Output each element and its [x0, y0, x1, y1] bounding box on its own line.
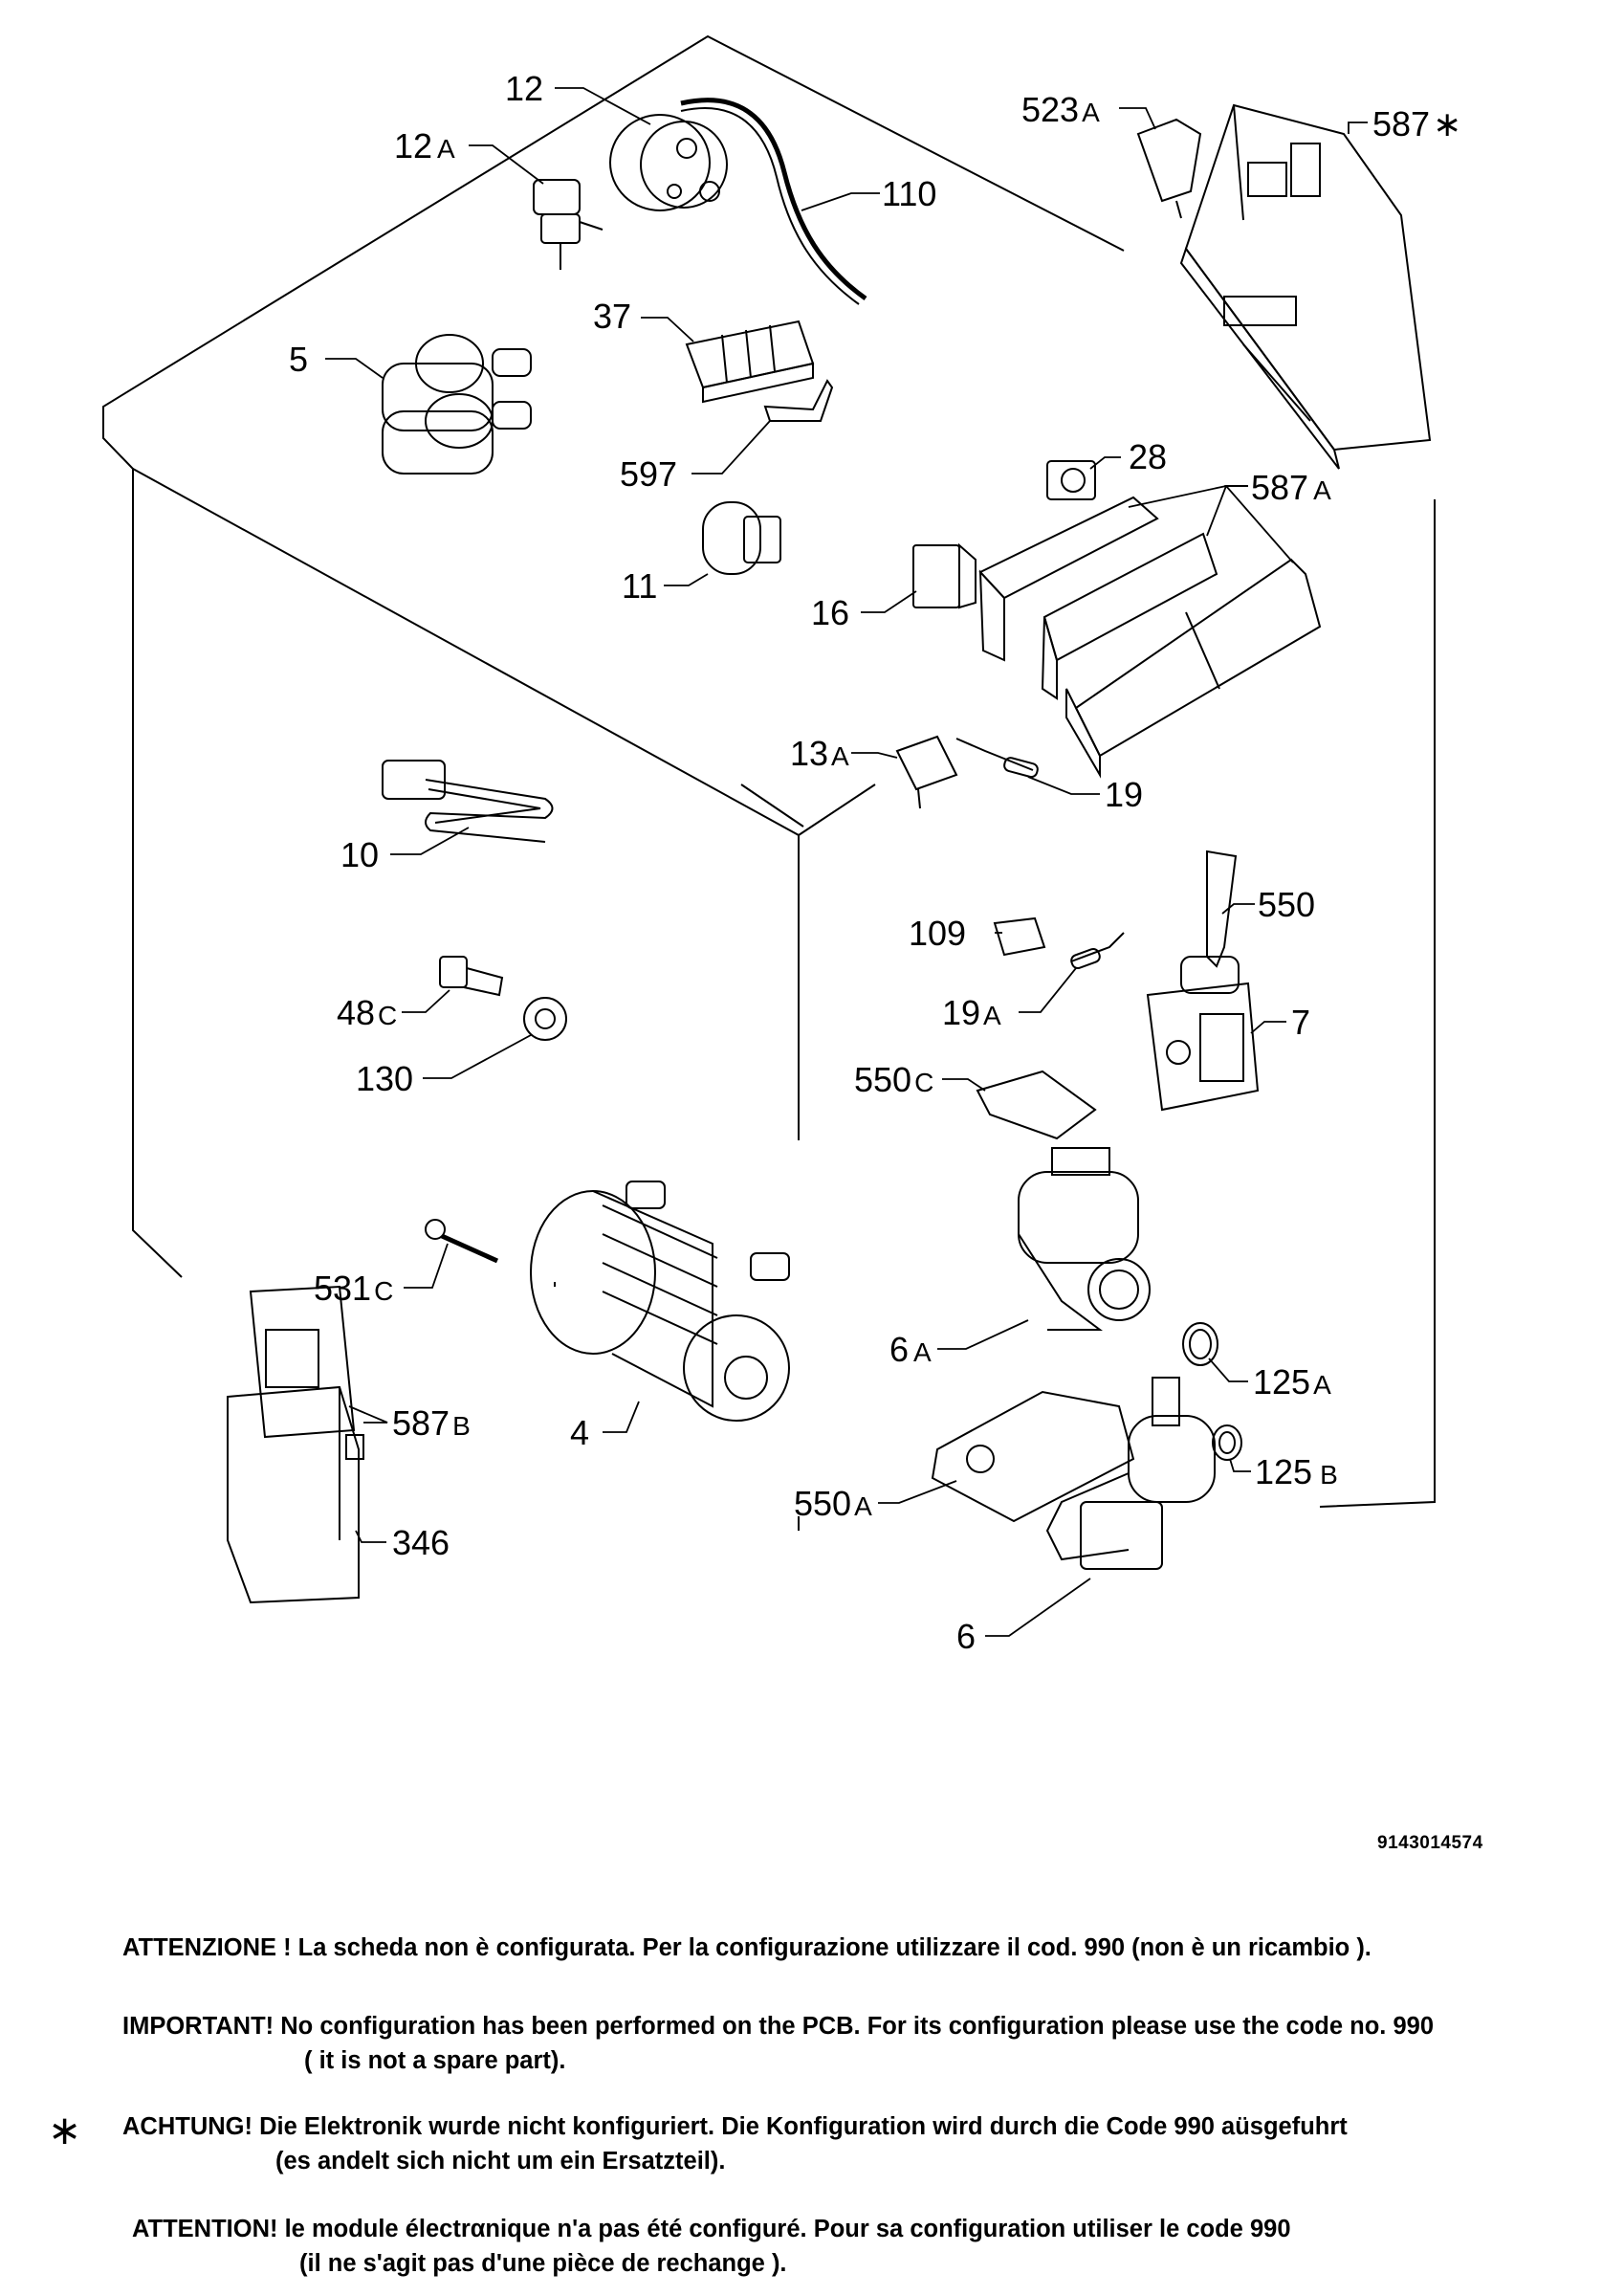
part-550a-cover — [931, 1390, 1135, 1523]
label-16: 16 — [811, 593, 849, 632]
part-4-motor — [530, 1181, 790, 1422]
part-130-nut — [523, 997, 567, 1041]
part-48c-sensor — [439, 956, 504, 997]
label-7: 7 — [1291, 1003, 1310, 1042]
part-125a-seal — [1182, 1322, 1218, 1366]
part-550c-cover — [976, 1070, 1097, 1140]
note-english-line1: IMPORTANT! No configuration has been per… — [122, 2013, 1434, 2040]
label-19: 19 — [1105, 775, 1143, 814]
part-7-actuator — [1146, 982, 1260, 1112]
part-587b-card — [249, 1285, 356, 1439]
label-550: 550 — [1258, 885, 1315, 924]
label-110: 110 — [882, 174, 936, 213]
part-6-drain-pump — [1045, 1377, 1216, 1570]
drawing-number: 9143014574 — [1377, 1833, 1483, 1853]
label-587-star: 587∗ — [1372, 104, 1461, 144]
note-french-line1: ATTENTION! le module électrαnique n'a pa… — [132, 2216, 1291, 2242]
asterisk-marker: ∗ — [48, 2108, 82, 2152]
part-16-door-lock — [912, 542, 977, 609]
part-5-inlet-valve — [382, 334, 532, 475]
part-523a-cable-clamp — [1136, 118, 1202, 219]
part-346-housing — [227, 1385, 364, 1604]
note-german-line2: (es andelt sich nicht um ein Ersatzteil)… — [275, 2148, 726, 2175]
part-6a-pump-body — [1018, 1147, 1151, 1331]
part-19-sensor — [955, 738, 1039, 779]
cabinet-outline — [102, 34, 1436, 1531]
label-6: 6 — [956, 1617, 976, 1656]
label-597: 597 — [620, 454, 677, 494]
note-english-line2: ( it is not a spare part). — [304, 2047, 566, 2074]
part-109-cover — [993, 916, 1046, 957]
part-28-gasket — [1046, 460, 1096, 500]
label-28: 28 — [1129, 437, 1167, 476]
part-531c-bolt — [425, 1219, 499, 1264]
part-550-lever — [1180, 850, 1240, 994]
label-346: 346 — [392, 1523, 450, 1562]
note-italian: ATTENZIONE ! La scheda non è configurata… — [122, 1931, 1372, 1965]
label-37: 37 — [593, 297, 631, 336]
note-german-line1: ACHTUNG! Die Elektronik wurde nicht konf… — [122, 2113, 1348, 2140]
note-german: ACHTUNG! Die Elektronik wurde nicht konf… — [122, 2109, 1348, 2178]
part-13a-connector — [895, 735, 958, 809]
note-english: IMPORTANT! No configuration has been per… — [122, 2009, 1434, 2078]
label-12: 12 — [505, 69, 543, 108]
note-french-line2: (il ne s'agit pas d'une pièce de rechang… — [299, 2250, 787, 2277]
label-109: 109 — [909, 914, 966, 953]
part-125b-seal — [1212, 1424, 1242, 1461]
leader-lines — [325, 87, 1368, 1637]
label-10: 10 — [340, 835, 379, 874]
part-11-capacitor — [702, 501, 781, 575]
label-4: 4 — [570, 1413, 589, 1452]
part-12-pressure-switch — [609, 98, 867, 305]
part-12a-level-sensor — [533, 179, 604, 270]
part-19a-sensor — [1070, 932, 1125, 970]
note-french: ATTENTION! le module électrαnique n'a pa… — [132, 2212, 1291, 2281]
note-italian-text: ATTENZIONE ! La scheda non è configurata… — [122, 1934, 1372, 1961]
part-587-star-electronic-module — [1179, 103, 1432, 470]
part-37-terminal-block — [685, 320, 815, 404]
label-130: 130 — [356, 1059, 413, 1098]
part-587a-control-boards — [978, 496, 1322, 779]
label-5: 5 — [289, 340, 308, 379]
label-11: 11 — [622, 566, 657, 606]
part-10-heater — [382, 760, 554, 843]
